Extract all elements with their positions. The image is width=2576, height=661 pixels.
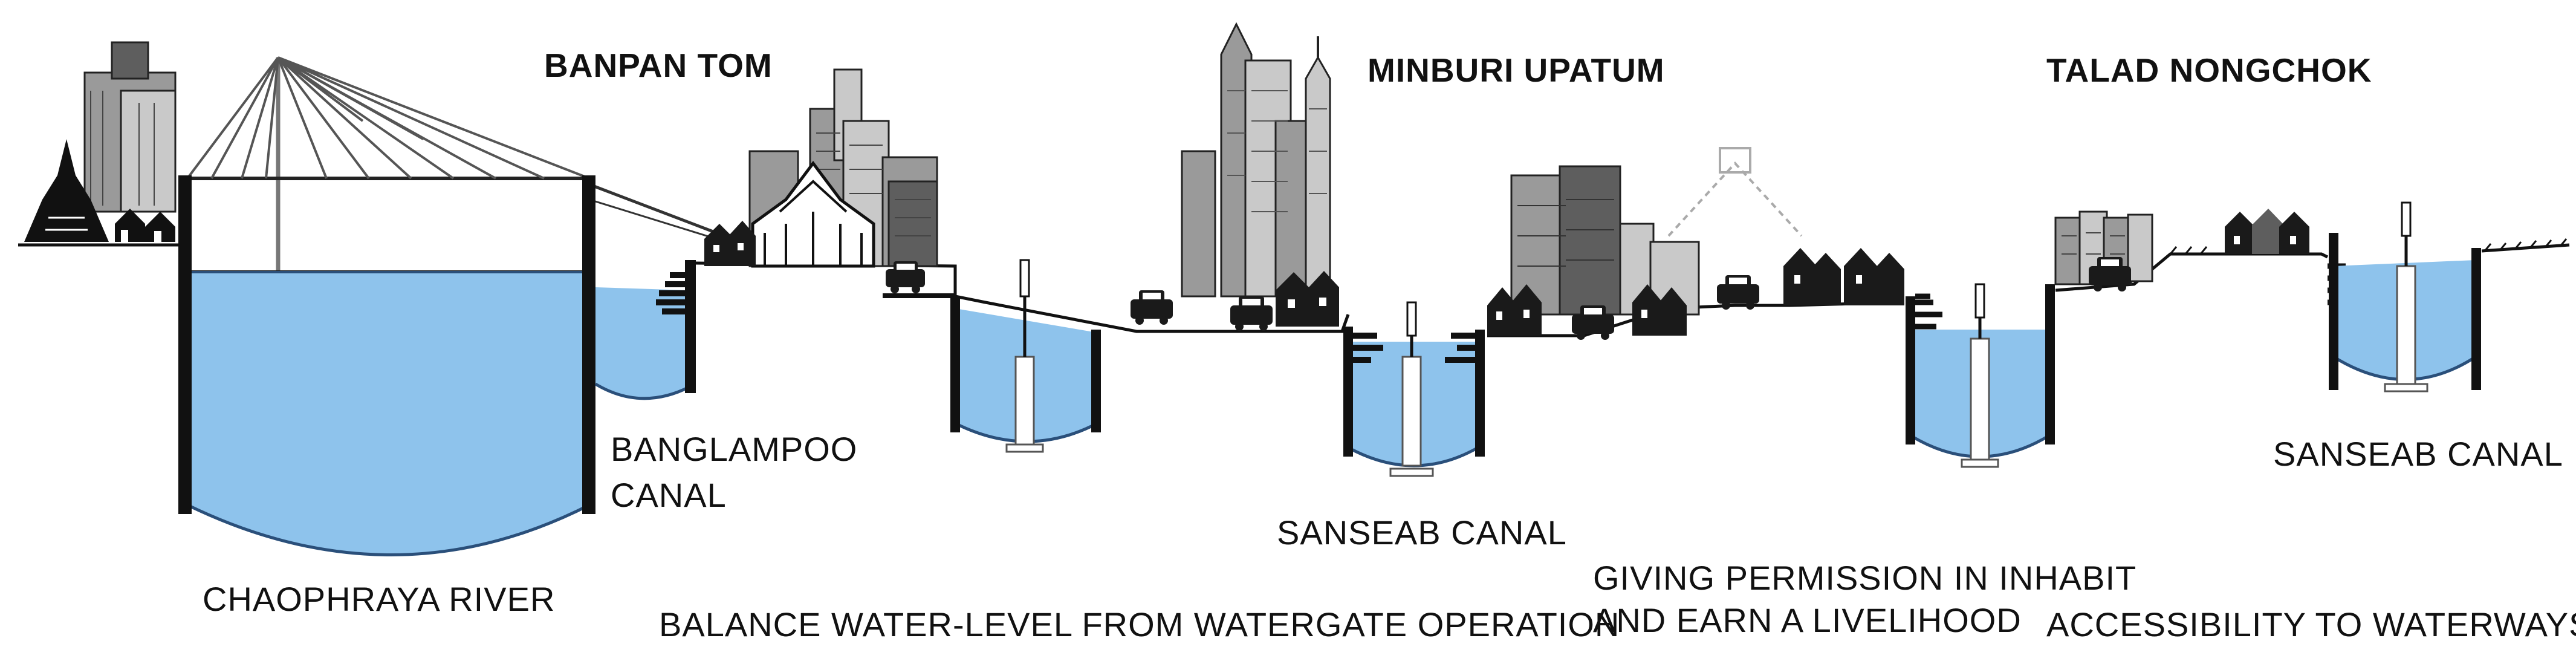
label-chaophraya-river: CHAOPHRAYA RIVER (203, 580, 555, 618)
talad-nongchok-skyline (2054, 209, 2358, 305)
banglampoo-canal (594, 260, 696, 400)
sanseab-canal-right (2329, 201, 2481, 392)
label-banglampoo-canal-line2: CANAL (611, 476, 727, 514)
label-sanseab-canal-right: SANSEAB CANAL (2273, 435, 2563, 473)
theme-balance-water-level: BALANCE WATER-LEVEL FROM WATERGATE OPERA… (659, 605, 1620, 643)
watergate-canal-1 (950, 259, 1101, 453)
watergate-canal-2 (1906, 283, 2055, 468)
banpan-tom-skyline (704, 68, 955, 298)
area-title-banpan-tom: BANPAN TOM (544, 47, 773, 84)
area-title-minburi-upatum: MINBURI UPATUM (1367, 51, 1665, 89)
car-icon (1131, 290, 1173, 325)
ground-line (18, 243, 2570, 337)
cable-stayed-bridge (186, 56, 717, 274)
car-icon (2089, 257, 2131, 291)
sanseab-canal-middle (1343, 301, 1485, 477)
theme-permission-line1: GIVING PERMISSION IN INHABIT (1593, 559, 2136, 597)
car-icon (1717, 275, 1759, 310)
car-icon (1230, 296, 1273, 331)
area-title-talad-nongchok: TALAD NONGCHOK (2046, 51, 2372, 89)
theme-accessibility: ACCESSIBILITY TO WATERWAYS (2046, 605, 2576, 643)
ferris-wheel (1667, 147, 1803, 237)
minburi-upatum-skyline (1131, 22, 1339, 331)
label-sanseab-canal-middle: SANSEAB CANAL (1277, 513, 1567, 552)
label-banglampoo-canal-line1: BANGLAMPOO (611, 430, 857, 468)
theme-permission-line2: AND EARN A LIVELIHOOD (1593, 601, 2022, 639)
chaophraya-river (178, 175, 595, 556)
middle-right-skyline (1487, 147, 1904, 340)
car-icon (1572, 305, 1614, 340)
ground-hatch-right (2169, 238, 2568, 255)
left-skyline (24, 41, 177, 242)
car-icon (886, 261, 925, 293)
